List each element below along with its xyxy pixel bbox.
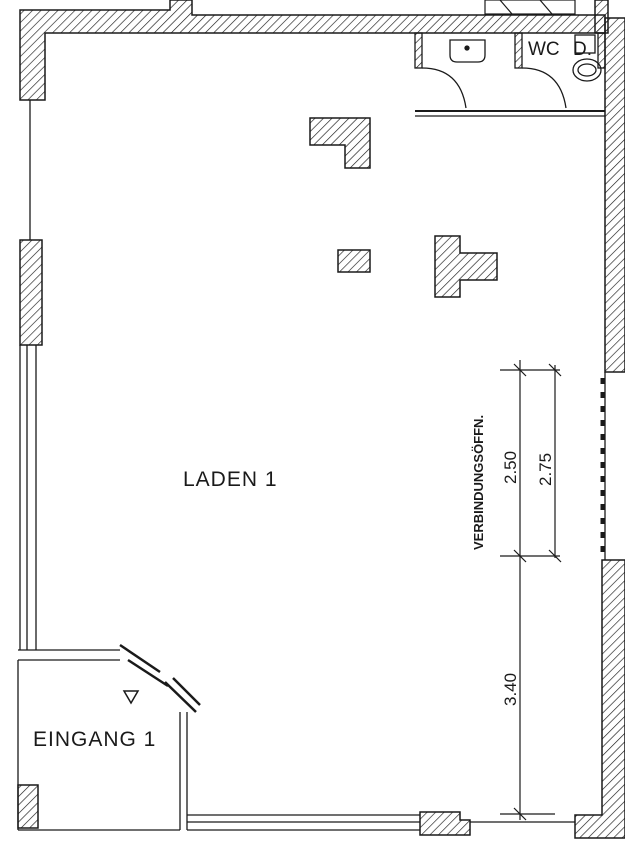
dimension-lines	[500, 360, 562, 821]
wc-label: WC	[528, 39, 560, 60]
column-small-square	[337, 249, 371, 273]
room-label-eingang: EINGANG 1	[33, 728, 156, 751]
toilet-bowl-icon	[572, 58, 602, 82]
wc-area	[414, 32, 606, 117]
wc-door-arc-right	[521, 67, 567, 109]
wash-basin-icon	[449, 39, 486, 63]
wall-right-lower	[574, 559, 625, 839]
top-right-structure	[484, 0, 576, 15]
wall-left-pier	[19, 239, 43, 346]
wc-suffix-label: D.	[573, 39, 592, 60]
walls	[17, 0, 625, 839]
dimension-label-2-50: 2.50	[501, 451, 520, 484]
toilet-tank-icon	[574, 34, 596, 54]
wall-bottom-pier	[419, 811, 471, 836]
entrance-triangle-icon	[122, 690, 140, 705]
room-label-laden: LADEN 1	[183, 468, 278, 491]
connection-opening-label: VERBINDUNGSÖFFN.	[471, 415, 486, 550]
wall-right-upper	[604, 17, 625, 373]
wall-left-bottom-pier	[17, 784, 39, 829]
column-t-shape	[434, 235, 498, 298]
dimension-label-3-40: 3.40	[501, 673, 520, 706]
columns	[309, 117, 498, 298]
dimension-label-2-75: 2.75	[536, 453, 555, 486]
column-l-shape	[309, 117, 371, 169]
entrance-doors	[119, 643, 201, 713]
wc-door-arc-left	[421, 67, 467, 109]
